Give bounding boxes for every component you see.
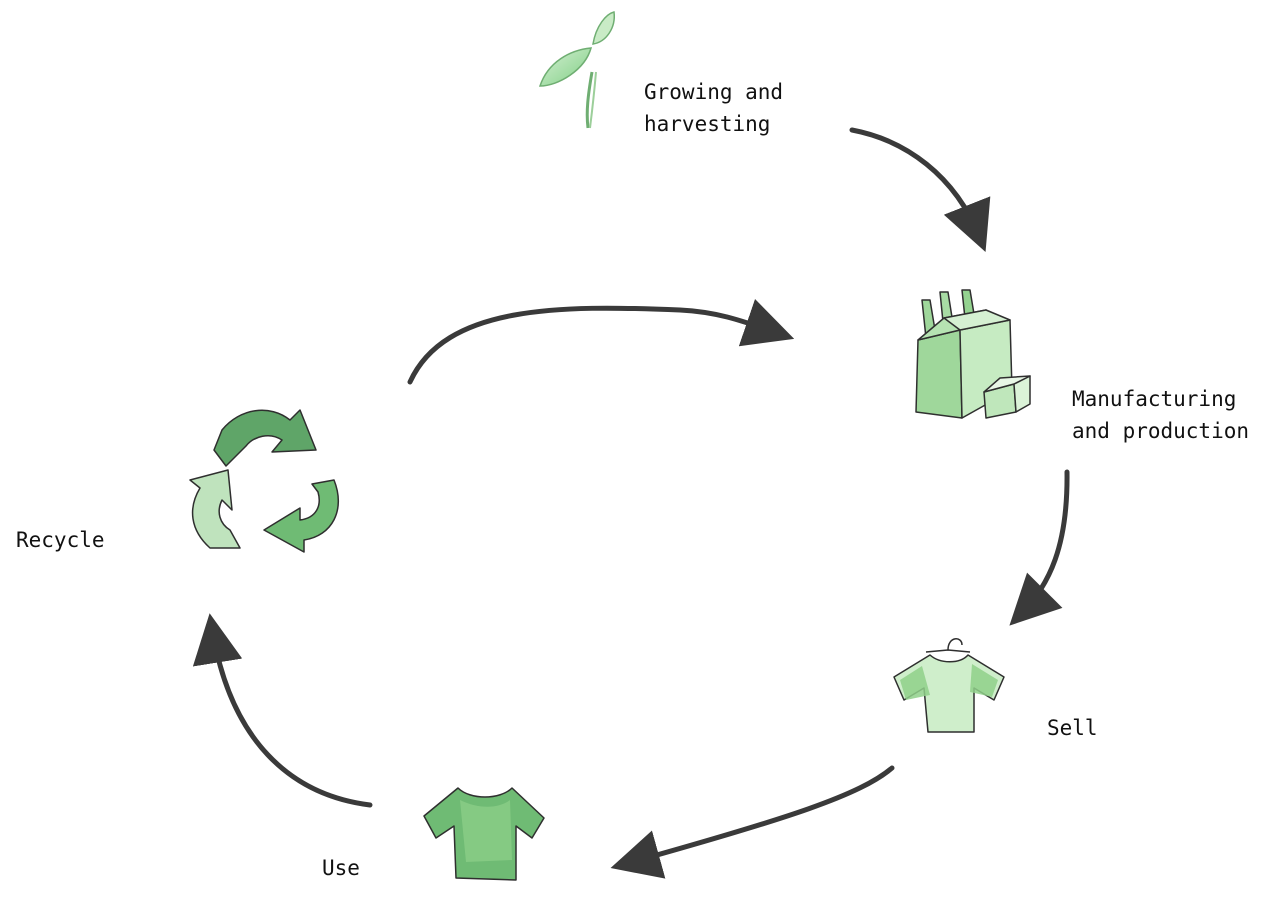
label-line: Use: [322, 856, 360, 880]
arrow-growing-to-manufacturing: [849, 127, 991, 252]
label-manufacturing-and-production: Manufacturing and production: [1072, 383, 1249, 447]
shirt-icon: [423, 787, 545, 881]
recycle-icon: [189, 409, 339, 553]
label-line: Growing and: [644, 80, 784, 104]
factory-icon: [915, 289, 1031, 419]
sprout-icon: [538, 11, 615, 129]
label-line: Manufacturing: [1072, 387, 1237, 411]
label-line: harvesting: [644, 112, 771, 136]
arrow-use-to-recycle: [192, 613, 373, 808]
arrow-recycle-to-manufacturing: [407, 298, 795, 385]
label-line: Recycle: [16, 528, 105, 552]
label-line: Sell: [1047, 716, 1098, 740]
shirt-on-hanger-icon: [893, 638, 1005, 733]
label-recycle: Recycle: [16, 524, 105, 556]
label-use: Use: [322, 852, 360, 884]
arrow-sell-to-use: [610, 765, 895, 879]
label-sell: Sell: [1047, 712, 1098, 744]
label-line: and production: [1072, 419, 1250, 443]
arrow-manufacturing-to-sell: [1009, 469, 1070, 626]
label-growing-and-harvesting: Growing and harvesting: [644, 76, 783, 140]
